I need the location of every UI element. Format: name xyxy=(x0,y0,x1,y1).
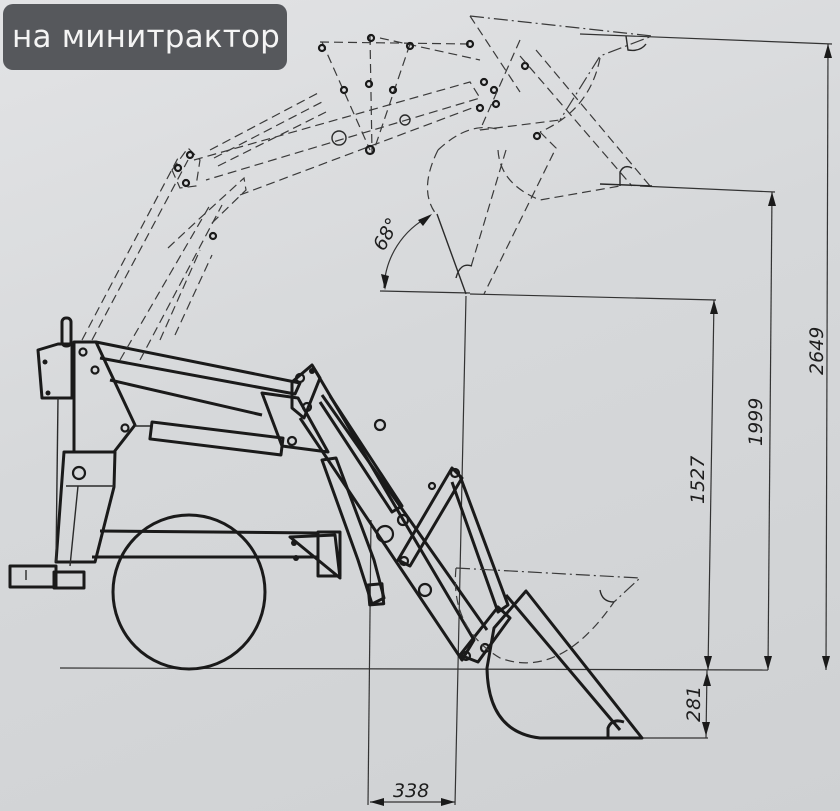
caption-text: на минитрактор xyxy=(12,19,281,55)
bucket-level-ghost xyxy=(454,567,642,664)
dim-281: 281 xyxy=(683,686,705,722)
angle-68: 68° xyxy=(369,214,404,254)
mount-frame xyxy=(8,316,137,590)
wheel xyxy=(111,513,267,671)
bucket-raised-dump xyxy=(426,126,621,295)
boom-lowered xyxy=(95,340,512,664)
dim-338: 338 xyxy=(393,780,429,802)
dim-1999: 1999 xyxy=(745,398,767,446)
dimension-lines xyxy=(59,33,833,806)
dimension-labels: 2649 1999 1527 281 338 68° xyxy=(369,214,828,802)
dim-2649: 2649 xyxy=(806,327,828,375)
bucket-raised-top xyxy=(469,15,653,187)
boom-raised xyxy=(81,33,542,361)
bucket-lowered xyxy=(485,589,644,740)
tractor-chassis xyxy=(92,513,342,671)
dim-1527: 1527 xyxy=(687,456,709,504)
caption-badge: на минитрактор xyxy=(3,4,287,70)
